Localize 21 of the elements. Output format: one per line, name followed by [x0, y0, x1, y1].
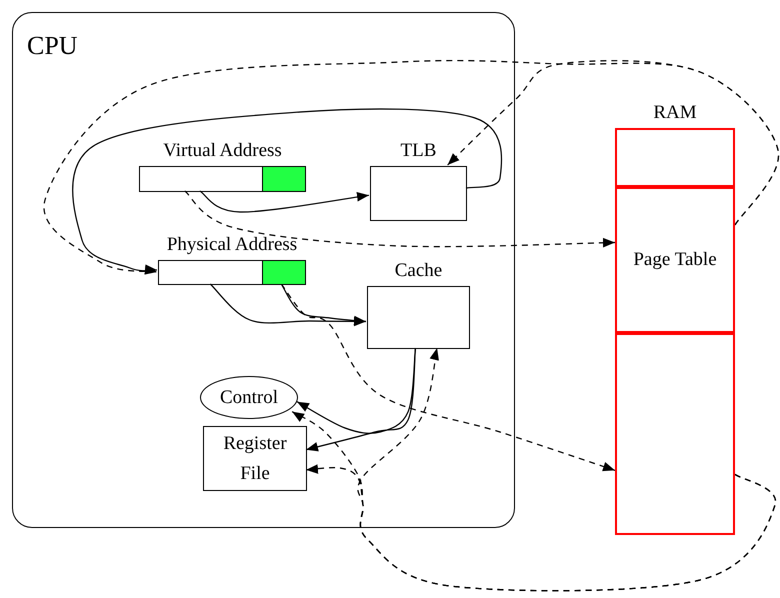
arrow — [306, 348, 416, 452]
node-label: Register File — [222, 432, 288, 486]
arrow — [210, 284, 366, 326]
node-label: Control — [218, 386, 280, 410]
arrow — [306, 464, 776, 592]
arrow — [44, 60, 779, 276]
register-label: Virtual Address — [163, 140, 282, 162]
control-ellipse — [200, 376, 298, 419]
arrow — [280, 284, 616, 472]
box-heading: RAM — [653, 102, 697, 124]
cpu-panel — [12, 12, 515, 528]
box-heading: Cache — [394, 260, 442, 282]
panel-title: CPU — [27, 31, 78, 61]
arrow — [184, 190, 616, 248]
register-file-box — [203, 426, 307, 491]
box-heading: TLB — [400, 140, 436, 162]
arrow — [280, 284, 366, 326]
cell-label: Page Table — [632, 248, 718, 272]
register-label: Physical Address — [166, 234, 298, 256]
page-table-cell — [615, 187, 735, 333]
arrow — [199, 190, 370, 213]
